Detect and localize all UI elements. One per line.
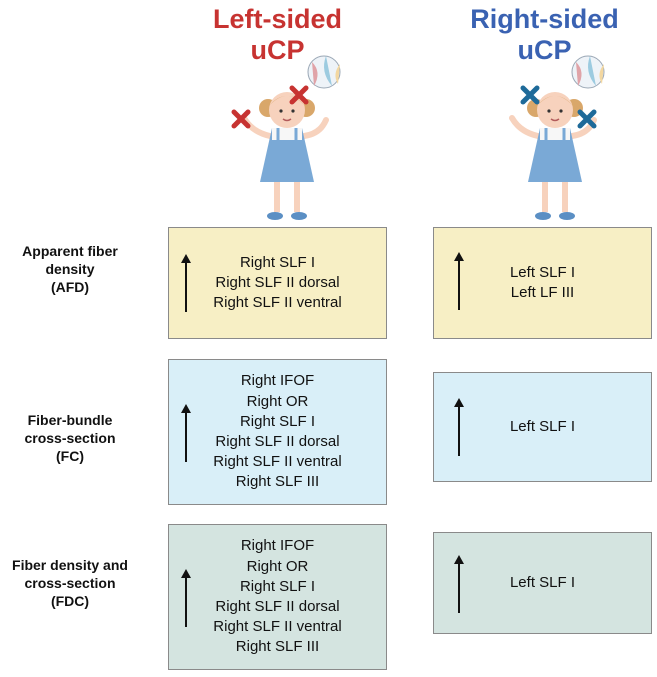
right-girl-illustration <box>509 55 605 220</box>
tract-item: Right OR <box>246 392 309 410</box>
tract-item: Right SLF III <box>235 473 320 491</box>
beach-ball-icon <box>307 55 341 89</box>
tract-item: Right SLF I <box>239 412 315 430</box>
tract-item: Left SLF I <box>509 573 576 591</box>
tract-item: Right IFOF <box>240 372 315 390</box>
up-arrow-icon <box>181 569 191 627</box>
fc-right-box: Left SLF I <box>433 372 652 482</box>
up-arrow-icon <box>454 252 464 310</box>
up-arrow-icon <box>454 398 464 456</box>
tract-item: Left SLF I <box>509 417 576 435</box>
right-column-title: Right-sided uCP <box>470 4 619 65</box>
tract-item: Right IFOF <box>240 537 315 555</box>
fdc-left-tract-list: Right IFOF Right OR Right SLF I Right SL… <box>213 536 341 657</box>
row-label-afd: Apparent fiber density (AFD) <box>22 243 118 295</box>
afd-right-tract-list: Left SLF I Left LF III <box>510 263 575 303</box>
up-arrow-icon <box>181 254 191 312</box>
tract-item: Right SLF II ventral <box>213 294 342 312</box>
left-hand-cross-icon <box>520 85 540 105</box>
tract-item: Right SLF II dorsal <box>215 433 340 450</box>
afd-left-tract-list: Right SLF I Right SLF II dorsal Right SL… <box>213 253 341 314</box>
tract-item: Right SLF I <box>239 253 315 271</box>
row-label-fc: Fiber-bundle cross-section (FC) <box>24 412 116 464</box>
tract-item: Right SLF II dorsal <box>215 273 340 291</box>
row-label-fdc: Fiber density and cross-section (FDC) <box>12 557 128 609</box>
tract-item: Right SLF I <box>239 577 315 595</box>
right-hand-cross-icon <box>289 85 309 105</box>
afd-left-box: Right SLF I Right SLF II dorsal Right SL… <box>168 227 387 339</box>
tract-item: Right SLF II ventral <box>213 618 342 636</box>
fc-left-box: Right IFOF Right OR Right SLF I Right SL… <box>168 359 387 505</box>
fdc-right-tract-list: Left SLF I <box>510 573 575 593</box>
afd-right-box: Left SLF I Left LF III <box>433 227 652 339</box>
left-column-title: Left-sided uCP <box>212 4 342 65</box>
tract-item: Right SLF III <box>235 638 320 656</box>
fc-left-tract-list: Right IFOF Right OR Right SLF I Right SL… <box>213 371 341 492</box>
tract-item: Right SLF II dorsal <box>215 598 340 615</box>
beach-ball-icon <box>571 55 605 89</box>
tract-item: Left LF III <box>510 284 575 301</box>
up-arrow-icon <box>181 404 191 462</box>
tract-item: Right OR <box>246 557 309 575</box>
tract-item: Left SLF I <box>509 263 576 281</box>
fc-right-tract-list: Left SLF I <box>510 417 575 437</box>
left-girl-illustration <box>231 55 341 220</box>
left-hand-cross-icon <box>231 109 251 129</box>
fdc-left-box: Right IFOF Right OR Right SLF I Right SL… <box>168 524 387 670</box>
up-arrow-icon <box>454 555 464 613</box>
tract-item: Right SLF II ventral <box>213 453 342 471</box>
right-hand-cross-icon <box>577 109 597 129</box>
fdc-right-box: Left SLF I <box>433 532 652 634</box>
